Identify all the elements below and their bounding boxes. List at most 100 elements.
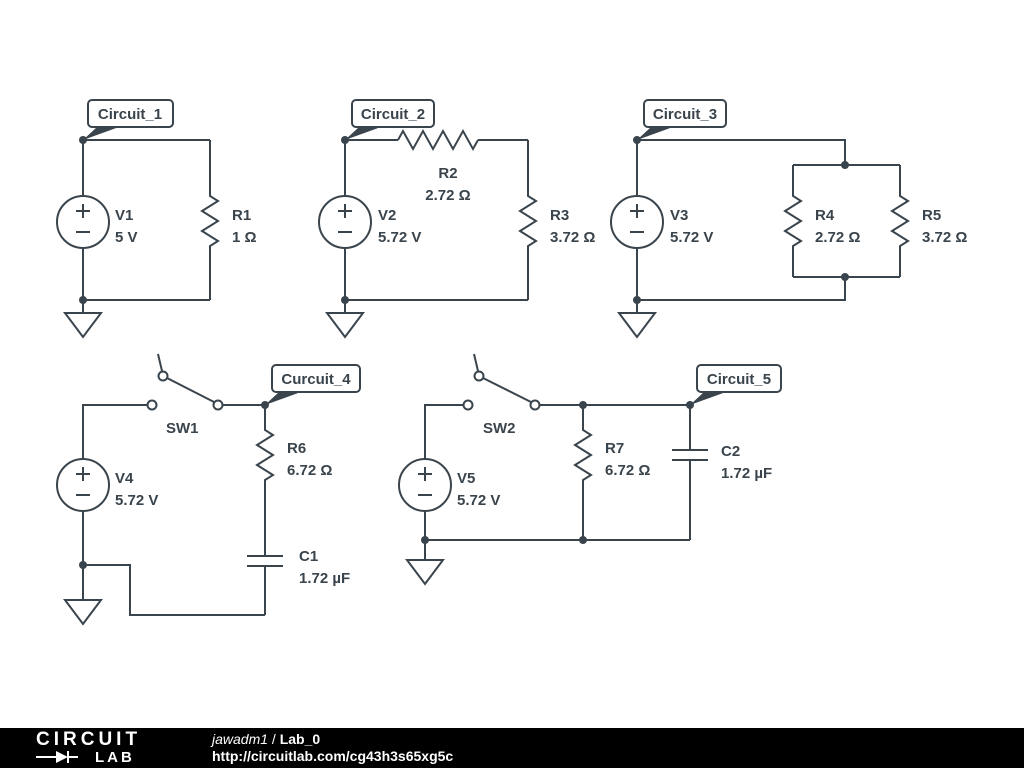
- component-value: 3.72 Ω: [922, 229, 967, 246]
- flag-pointer-icon: [637, 127, 673, 140]
- circuit-label: Circuit_1: [98, 106, 162, 123]
- component-ref: R7: [605, 440, 624, 457]
- document-title-line: jawadm1 / Lab_0: [212, 731, 453, 748]
- ground-symbol: [63, 312, 103, 339]
- circuit-1: R1 1 Ω V1 5 V Circuit_1: [56, 99, 257, 339]
- logo-lab-text: LAB: [95, 748, 135, 766]
- component-ref: R3: [550, 207, 569, 224]
- footer-text-block: jawadm1 / Lab_0 http://circuitlab.com/cg…: [212, 731, 453, 765]
- diode-icon: [36, 751, 78, 763]
- component-ref: V2: [378, 207, 396, 224]
- component-value: 6.72 Ω: [287, 462, 332, 479]
- switch-blade-tip: [473, 370, 485, 382]
- node-dot: [841, 273, 849, 281]
- resistor-r6: R6 6.72 Ω: [255, 405, 332, 556]
- circuit-label-flag: Circuit_3: [637, 99, 727, 140]
- switch-toggle: [473, 353, 479, 372]
- circuit-url: http://circuitlab.com/cg43h3s65xg5c: [212, 748, 454, 764]
- plus-icon: [630, 204, 644, 218]
- resistor-zigzag-icon: [518, 140, 538, 300]
- circuit-label: Circuit_2: [361, 106, 425, 123]
- resistor-r7: R7 6.72 Ω: [573, 405, 650, 540]
- node-dot: [79, 561, 87, 569]
- resistor-zigzag-icon: [200, 140, 220, 300]
- resistor-r4: R4 2.72 Ω: [783, 165, 860, 277]
- ground-triangle-icon: [405, 559, 445, 586]
- component-ref: V4: [115, 470, 134, 487]
- switch-blade: [482, 377, 532, 403]
- flag-box: [351, 99, 435, 128]
- circuit-4: SW1 R6 6.72 Ω C1 1.72 µF V4 5.72 V Curcu…: [56, 353, 361, 626]
- voltage-source-v1: V1 5 V: [56, 195, 138, 249]
- ground-symbol: [405, 559, 445, 586]
- plus-icon: [418, 467, 432, 481]
- resistor-zigzag-icon: [890, 165, 910, 277]
- circuit-label-flag: Curcuit_4: [265, 364, 361, 405]
- document-title: Lab_0: [279, 731, 321, 747]
- author-name: jawadm1: [212, 731, 269, 747]
- flag-pointer-icon: [690, 392, 726, 405]
- component-ref: V3: [670, 207, 688, 224]
- component-value: 6.72 Ω: [605, 462, 650, 479]
- switch-blade-tip: [157, 370, 169, 382]
- circuit-label: Circuit_3: [653, 106, 717, 123]
- wire: [424, 404, 690, 560]
- circuit-5: SW2 R7 6.72 Ω C2 1.72 µF V5 5.72 V: [398, 353, 782, 586]
- component-ref: R2: [438, 165, 457, 182]
- switch-sw1: SW1: [146, 353, 224, 437]
- wire: [344, 139, 528, 313]
- component-ref: R1: [232, 207, 251, 224]
- circuit-label-flag: Circuit_2: [345, 99, 435, 140]
- component-ref: R4: [815, 207, 835, 224]
- capacitor-c2: C2 1.72 µF: [672, 405, 772, 540]
- node-dot: [79, 296, 87, 304]
- flag-box: [696, 364, 782, 393]
- flag-pointer-icon: [345, 127, 381, 140]
- component-ref: SW1: [166, 420, 199, 437]
- circuit-label: Curcuit_4: [281, 371, 351, 388]
- circuit-2: R2 2.72 Ω R3 3.72 Ω V2 5.72 V Circuit_2: [318, 99, 595, 339]
- wire: [636, 139, 900, 313]
- flag-box: [643, 99, 727, 128]
- resistor-zigzag-icon: [397, 128, 479, 152]
- ground-triangle-icon: [63, 599, 103, 626]
- circuit-3: R4 2.72 Ω R5 3.72 Ω V3 5.72 V Circuit_3: [610, 99, 967, 339]
- ground-symbol: [617, 312, 657, 339]
- resistor-zigzag-icon: [783, 165, 803, 277]
- component-ref: C1: [299, 548, 318, 565]
- plus-icon: [338, 204, 352, 218]
- voltage-source-body: [56, 195, 110, 249]
- voltage-source-v4: V4 5.72 V: [56, 458, 158, 512]
- wire: [82, 404, 265, 616]
- switch-terminal: [462, 399, 474, 411]
- logo-circuit-text: CIRCUIT: [36, 728, 142, 750]
- resistor-r2: R2 2.72 Ω: [397, 128, 479, 204]
- switch-terminal: [146, 399, 158, 411]
- flag-box: [87, 99, 174, 128]
- component-value: 3.72 Ω: [550, 229, 595, 246]
- schematic-canvas: R1 1 Ω V1 5 V Circuit_1 R2 2.72 Ω: [56, 99, 967, 626]
- switch-terminal: [212, 399, 224, 411]
- ground-triangle-icon: [325, 312, 365, 339]
- component-ref: V5: [457, 470, 475, 487]
- plus-icon: [76, 204, 90, 218]
- circuit-label-flag: Circuit_5: [690, 364, 782, 405]
- component-value: 2.72 Ω: [425, 187, 470, 204]
- ground-triangle-icon: [617, 312, 657, 339]
- circuitlab-logo: CIRCUIT LAB: [0, 728, 182, 766]
- flag-pointer-icon: [265, 392, 301, 405]
- circuit-label: Circuit_5: [707, 371, 771, 388]
- flag-pointer-icon: [83, 127, 119, 140]
- title-separator: /: [268, 731, 280, 747]
- capacitor-plates-icon: [247, 555, 283, 615]
- node-dot: [579, 401, 587, 409]
- component-value: 5.72 V: [115, 492, 158, 509]
- component-ref: R6: [287, 440, 306, 457]
- node-dot: [421, 536, 429, 544]
- voltage-source-v5: V5 5.72 V: [398, 458, 500, 512]
- voltage-source-v2: V2 5.72 V: [318, 195, 421, 249]
- resistor-r1: R1 1 Ω: [200, 140, 257, 300]
- brand-footer: CIRCUIT LAB jawadm1 / Lab_0 http://circu…: [0, 728, 1024, 768]
- switch-blade: [166, 377, 215, 403]
